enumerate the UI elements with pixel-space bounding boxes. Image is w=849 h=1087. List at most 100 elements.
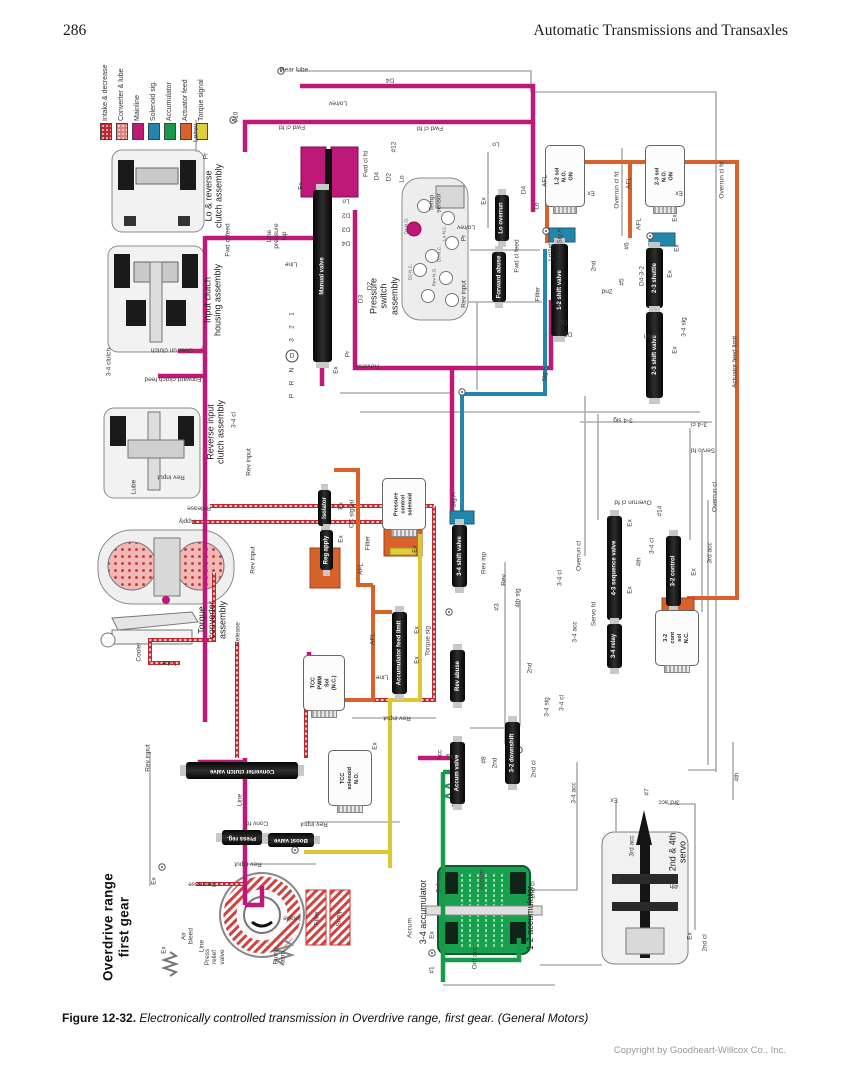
pipe-label: N	[288, 367, 296, 373]
pipe-label: Filter	[364, 535, 372, 551]
pipe-label: Lube	[130, 479, 138, 495]
legend-label: Solenoid sig.	[150, 80, 157, 121]
pipe-label: Rev input	[300, 820, 328, 828]
valve: 3-2 control	[666, 536, 681, 606]
pipe-label: D3-N.C.	[436, 245, 442, 263]
pipe-label: Pr	[460, 234, 468, 242]
pipe-label: 3-4 cl	[556, 570, 564, 586]
valve: Converter clutch valve	[186, 762, 298, 779]
pipe-label: 3-4 cl	[558, 695, 566, 711]
pipe-label: #8	[480, 756, 488, 764]
valve: 4-3 sequence valve	[607, 516, 622, 620]
pipe-label: 2nd cl	[529, 881, 537, 899]
pipe-label: Torque converter assembly	[196, 600, 228, 640]
pipe-label: 3	[288, 338, 296, 342]
pipe-label: Acc	[436, 749, 444, 761]
pipe-label: Sig A	[556, 228, 564, 244]
pipe-label: 3-4 accumulator	[417, 879, 428, 945]
valve-label: Accumulator feed limit	[396, 620, 403, 686]
pipe-label: Ex	[587, 189, 595, 197]
valve: 3-4 shift valve	[452, 525, 467, 587]
solenoid: TCC solenoid N.O.	[328, 750, 372, 813]
pipe-label: 3-4 acc	[570, 782, 578, 804]
pipe-label: Ex	[686, 932, 694, 940]
pipe-label: 3-4 cl	[230, 412, 238, 428]
solenoid-label: TCC PWM Sol (N.C.)	[310, 675, 337, 691]
solenoid-label: TCC solenoid N.O.	[339, 766, 360, 790]
pipe-label: Rev input	[157, 473, 185, 481]
pipe-label: D4	[520, 185, 528, 195]
pipe-label: 2nd cl	[701, 934, 709, 952]
valve: Boost valve	[268, 833, 314, 847]
pipe-label: Rev input	[234, 860, 262, 868]
valve: Reg apply	[320, 530, 333, 570]
valve: 2-3 shuttle	[646, 248, 663, 308]
torque-converter-drawing	[97, 529, 235, 605]
legend-swatch	[180, 123, 192, 140]
pipe-label: D4-N.O.	[403, 217, 409, 235]
solenoid-label: 3-2 cont sol N.C.	[663, 632, 690, 644]
pipe-label: Ex	[413, 626, 421, 634]
pipe-label: 3-4 clutch	[105, 347, 113, 377]
pipe-label: AFL	[369, 633, 377, 645]
pipe-label: Ex	[626, 519, 634, 527]
pipe-label: Ex	[671, 214, 679, 222]
pipe-label: 2nd	[526, 662, 534, 674]
legend-item: Solenoid sig.	[148, 66, 160, 140]
valve-label: Boost valve	[274, 837, 308, 843]
page-number: 286	[63, 22, 87, 39]
pipe-label: Air bleed	[180, 928, 195, 944]
pipe-label: D4	[385, 76, 395, 84]
pipe-label: 3-4 sig	[543, 697, 551, 717]
pipe-label: D2-N.C.	[407, 263, 413, 281]
pipe-label: Torque sig	[424, 626, 432, 656]
pipe-label: Lube	[161, 659, 177, 667]
pipe-label: Overrun cl fd	[613, 171, 621, 209]
pipe-label: Sig A	[450, 492, 458, 508]
pipe-label: Temp sensor	[428, 193, 443, 213]
pipe-label: Servo fd	[690, 446, 716, 454]
figure-caption-text: Electronically controlled transmission i…	[139, 1011, 589, 1025]
valve: Manual valve	[313, 190, 332, 362]
copyright-notice: Copyright by Goodheart-Willcox Co., Inc.	[613, 1045, 786, 1056]
solenoid-signal-lines	[449, 227, 676, 525]
pipe-label: R	[288, 380, 296, 386]
legend-swatch	[196, 123, 208, 140]
pipe-label: #3	[493, 603, 501, 611]
pipe-label: Ex	[610, 796, 618, 804]
pipe-label: Lo & reverse clutch assembly	[203, 163, 224, 229]
valve: Rev abuse	[450, 650, 465, 702]
legend-item: Intake & decrease	[100, 65, 112, 140]
pipe-label: Ex	[446, 753, 454, 761]
pipe-label: Overrun cl fd	[614, 498, 652, 506]
component-drawings	[97, 146, 689, 977]
valve-label: 3-2 control	[670, 555, 677, 587]
pipe-label: Release	[234, 622, 242, 646]
pipe-label: Lo-N.C.	[441, 225, 447, 241]
pipe-label: Lo	[492, 140, 500, 148]
pipe-label: Rev input	[460, 280, 468, 308]
pipe-label: D2	[558, 318, 568, 326]
pipe-label: D4-3-2	[638, 266, 646, 286]
pipe-label: Ex	[666, 270, 674, 278]
pipe-label: Ex	[297, 182, 305, 190]
valve-label: 3-2 downshift	[509, 733, 516, 773]
pipe-label: 2nd	[601, 287, 613, 295]
pipe-label: Rev	[500, 574, 508, 586]
legend-item: Accumulator	[164, 66, 176, 140]
pipe-label: Lo/1st	[547, 243, 555, 261]
pipe-label: #5	[618, 278, 626, 286]
gray-lines	[149, 70, 734, 986]
pipe-label: Rev inp	[480, 551, 488, 575]
pipe-label: D2	[366, 281, 374, 291]
pipe-label: 2	[288, 325, 296, 329]
pipe-label: D2	[341, 211, 351, 219]
pipe-label: Reverse input clutch assembly	[205, 399, 226, 465]
valve: Forward abuse	[492, 252, 506, 302]
pipe-label: Filter	[534, 286, 542, 302]
pipe-label: 4th sig	[514, 588, 522, 608]
pipe-label: AFL	[357, 563, 365, 575]
pipe-label: Release	[187, 504, 211, 512]
pipe-label: D2	[563, 330, 573, 338]
